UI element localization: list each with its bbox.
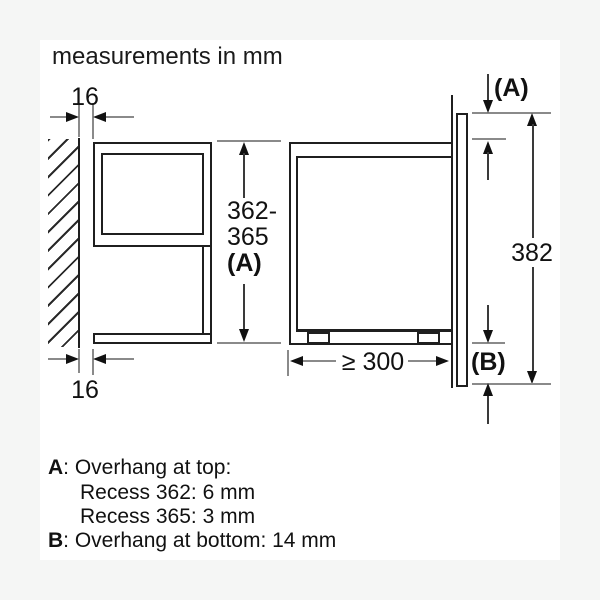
- appliance-foot-right: [417, 332, 440, 344]
- ext-line-niche-top-right: [472, 138, 506, 140]
- side-view-front-panel-outer-line: [210, 245, 212, 335]
- ext-line-width-left: [287, 350, 289, 376]
- legend-a-key: A: [48, 456, 64, 479]
- stem-door-height-upper: [532, 124, 534, 238]
- arrowhead-up-door-height: [527, 113, 537, 126]
- stem-overhang-top-lower: [487, 152, 489, 180]
- ext-line-niche-top: [217, 140, 281, 142]
- stem-door-height-lower: [532, 267, 534, 373]
- dim-door-height-label: 382: [511, 239, 553, 267]
- dim-overhang-bottom-label: (B): [471, 348, 506, 376]
- stem-niche-height-top: [243, 153, 245, 198]
- arrowhead-up-niche-height: [239, 142, 249, 155]
- legend-b-text: : Overhang at bottom: 14 mm: [63, 529, 337, 552]
- dim-width-label: ≥ 300: [341, 348, 405, 376]
- dim-width-line-right: [408, 360, 436, 362]
- ext-line-shelf-top-right: [472, 342, 505, 344]
- arrowhead-left-16-top: [93, 112, 106, 122]
- dim-16-bottom-tail-left: [48, 358, 66, 360]
- legend-line-a: A: Overhang at top:: [48, 456, 231, 480]
- dim-width-line-left: [303, 360, 336, 362]
- legend-b-key: B: [48, 529, 64, 552]
- arrowhead-left-16-bottom: [93, 354, 106, 364]
- legend-line-recess-365: Recess 365: 3 mm: [80, 505, 256, 528]
- dim-overhang-top-label: (A): [494, 74, 529, 102]
- dim-niche-height-label: 362- 365 (A): [227, 198, 277, 276]
- side-view-front-panel-inner-line: [202, 245, 204, 335]
- front-view-bottom-outer-line: [289, 343, 453, 345]
- diagram-title: measurements in mm: [52, 43, 283, 70]
- dim-16-top-tail-right: [106, 116, 134, 118]
- legend-line-b: B: Overhang at bottom: 14 mm: [48, 529, 336, 553]
- arrowhead-right-width: [436, 356, 449, 366]
- wall-face-line: [78, 138, 80, 348]
- legend-a-text: : Overhang at top:: [63, 456, 232, 479]
- front-view-top-inner-line: [296, 156, 453, 158]
- front-view-cavity-floor-line: [296, 329, 453, 332]
- arrowhead-down-niche-height: [239, 329, 249, 342]
- diagram-white-area: [40, 40, 560, 560]
- arrowhead-down-overhang-bottom: [483, 330, 493, 343]
- dim-niche-height-line3: (A): [227, 249, 262, 277]
- stem-overhang-bottom-lower: [487, 396, 489, 424]
- dim-niche-height-line2: 365: [227, 223, 269, 251]
- front-frame-line: [451, 95, 453, 388]
- front-view-top-outer-line: [289, 142, 453, 144]
- front-view-left-inner-line: [296, 156, 298, 331]
- legend-line-recess-362: Recess 362: 6 mm: [80, 481, 256, 504]
- dim-16-bottom-label: 16: [71, 376, 99, 404]
- side-view-upper-box-inner: [101, 153, 204, 235]
- arrowhead-up-overhang-top: [483, 141, 493, 154]
- arrowhead-right-16-bottom: [66, 354, 79, 364]
- wall-hatching: [48, 139, 79, 347]
- stem-overhang-top-upper: [487, 74, 489, 102]
- ext-line-wall-top: [78, 103, 80, 137]
- ext-line-wall-bottom: [78, 349, 80, 373]
- dim-16-top-tail-left: [50, 116, 66, 118]
- stem-overhang-bottom-upper: [487, 305, 489, 331]
- arrowhead-down-door-height: [527, 371, 537, 384]
- ext-line-door-top: [472, 112, 551, 114]
- arrowhead-left-width: [290, 356, 303, 366]
- dim-niche-height-line1: 362-: [227, 197, 278, 225]
- arrowhead-up-overhang-bottom: [483, 383, 493, 396]
- arrowhead-right-16-top: [66, 112, 79, 122]
- front-view-left-outer-line: [289, 142, 291, 345]
- dim-16-bottom-tail-right: [106, 358, 134, 360]
- appliance-door-panel: [456, 113, 468, 387]
- side-view-bottom-shelf: [93, 333, 212, 344]
- stem-niche-height-bottom: [243, 284, 245, 331]
- ext-line-niche-bottom: [217, 342, 281, 344]
- dim-16-top-label: 16: [71, 83, 99, 111]
- appliance-foot-left: [307, 332, 330, 344]
- ext-line-door-bottom: [472, 383, 551, 385]
- arrowhead-down-overhang-top: [483, 100, 493, 113]
